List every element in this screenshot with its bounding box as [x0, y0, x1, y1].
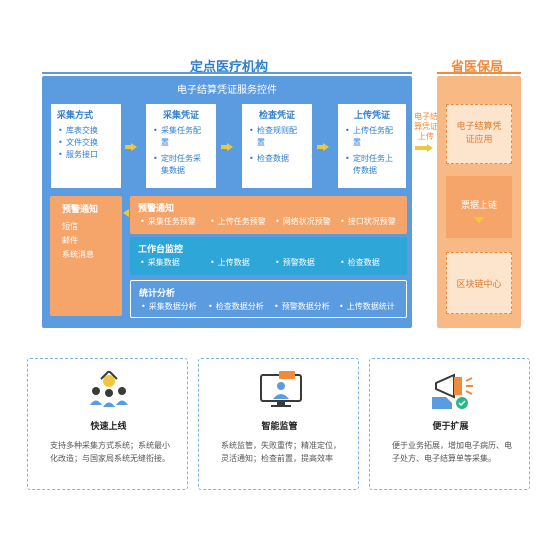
module-item: 检查数据 — [248, 153, 306, 165]
module-check-voucher: 检查凭证 检查规则配置 检查数据 — [241, 103, 313, 189]
bar-statistics: 统计分析 采集数据分析 检查数据分析 预警数据分析 上传数据统计 — [130, 280, 407, 318]
bureau-card-label: 票据上链 — [460, 201, 497, 211]
bureau-card-label: 区块链中心 — [456, 279, 502, 290]
feature-desc: 系统监管，失败重传；精准定位，灵活通知；检查前置，提高效率 — [221, 441, 341, 463]
warning-side-title: 预警通知 — [62, 205, 99, 215]
bureau-card-blockchain: 区块链中心 — [446, 252, 512, 314]
down-arrow-icon — [474, 217, 484, 224]
control-panel-title: 电子结算凭证服务控件 — [177, 85, 277, 96]
warning-side-item: 短信 — [62, 222, 78, 231]
feature-title: 便于扩展 — [432, 422, 469, 432]
module-item: 库表交换 — [57, 125, 115, 137]
module-collect-method: 采集方式 库表交换 文件交换 服务接口 — [50, 103, 122, 189]
bar-item: 检查数据 — [340, 257, 380, 268]
upload-label: 电子结算凭证上传 — [414, 112, 438, 141]
module-item: 检查规则配置 — [248, 125, 302, 149]
institution-title-line — [42, 72, 412, 74]
module-upload-voucher: 上传凭证 上传任务配置 定时任务上传数据 — [337, 103, 407, 189]
module-collect-voucher: 采集凭证 采集任务配置 定时任务采集数据 — [145, 103, 217, 189]
arrow-icon — [221, 143, 233, 151]
module-title: 上传凭证 — [353, 111, 390, 121]
feature-card-fast: 快速上线 支持多种采集方式系统；系统最小化改造；与国家局系统无缝衔接。 — [27, 358, 188, 490]
module-item: 上传任务配置 — [344, 125, 398, 149]
upload-arrow-icon — [415, 144, 433, 152]
warning-side-item: 邮件 — [62, 236, 78, 245]
arrow-icon — [317, 143, 329, 151]
arrow-left-icon — [123, 209, 129, 217]
module-item: 采集任务配置 — [152, 125, 206, 149]
bar-monitor: 工作台监控 采集数据 上传数据 预警数据 检查数据 — [130, 237, 407, 275]
bar-item: 网络状况预警 — [275, 216, 331, 227]
arrow-icon — [125, 143, 137, 151]
institution-title: 定点医疗机构 — [190, 60, 269, 75]
module-item: 定时任务上传数据 — [344, 153, 398, 177]
bar-item: 预警数据 — [275, 257, 315, 268]
bar-item: 采集任务预警 — [140, 216, 196, 227]
feature-card-monitor: 智能监管 系统监管，失败重传；精准定位，灵活通知；检查前置，提高效率 — [198, 358, 359, 490]
bar-title: 预警通知 — [138, 204, 175, 214]
bar-item: 接口状况预警 — [340, 216, 396, 227]
bar-item: 采集数据 — [140, 257, 180, 268]
monitor-screen-icon — [260, 371, 302, 407]
team-upload-icon — [90, 371, 128, 407]
feature-title: 快速上线 — [90, 422, 127, 432]
bar-title: 工作台监控 — [138, 245, 184, 255]
bureau-card-app: 电子结算凭证应用 — [446, 104, 512, 164]
bureau-title-line — [437, 72, 521, 74]
bar-item: 检查数据分析 — [208, 301, 264, 312]
megaphone-hand-icon — [432, 373, 473, 409]
module-title: 采集凭证 — [162, 111, 199, 121]
module-title: 检查凭证 — [258, 111, 295, 121]
bar-item: 采集数据分析 — [141, 301, 197, 312]
bar-item: 上传数据 — [210, 257, 250, 268]
bureau-card-label: 电子结算凭证应用 — [456, 122, 502, 145]
bar-item: 预警数据分析 — [274, 301, 330, 312]
feature-card-extend: 便于扩展 便于业务拓展，增加电子病历、电子处方、电子结算单等采集。 — [369, 358, 530, 490]
bar-item: 上传数据统计 — [339, 301, 395, 312]
module-item: 服务接口 — [57, 149, 115, 161]
bar-warning: 预警通知 采集任务预警 上传任务预警 网络状况预警 接口状况预警 — [130, 196, 407, 234]
warning-side-item: 系统消息 — [62, 250, 94, 259]
module-item: 文件交换 — [57, 137, 115, 149]
feature-title: 智能监管 — [261, 422, 298, 432]
bar-item: 上传任务预警 — [210, 216, 266, 227]
feature-desc: 支持多种采集方式系统；系统最小化改造；与国家局系统无缝衔接。 — [50, 441, 170, 463]
module-item: 定时任务采集数据 — [152, 153, 206, 177]
bureau-card-chain: 票据上链 — [446, 176, 512, 238]
bar-title: 统计分析 — [139, 289, 176, 299]
bureau-title: 省医保局 — [451, 60, 504, 75]
module-title: 采集方式 — [57, 111, 94, 121]
warning-side-box: 预警通知 短信 邮件 系统消息 — [50, 196, 122, 316]
feature-desc: 便于业务拓展，增加电子病历、电子处方、电子结算单等采集。 — [392, 441, 512, 463]
